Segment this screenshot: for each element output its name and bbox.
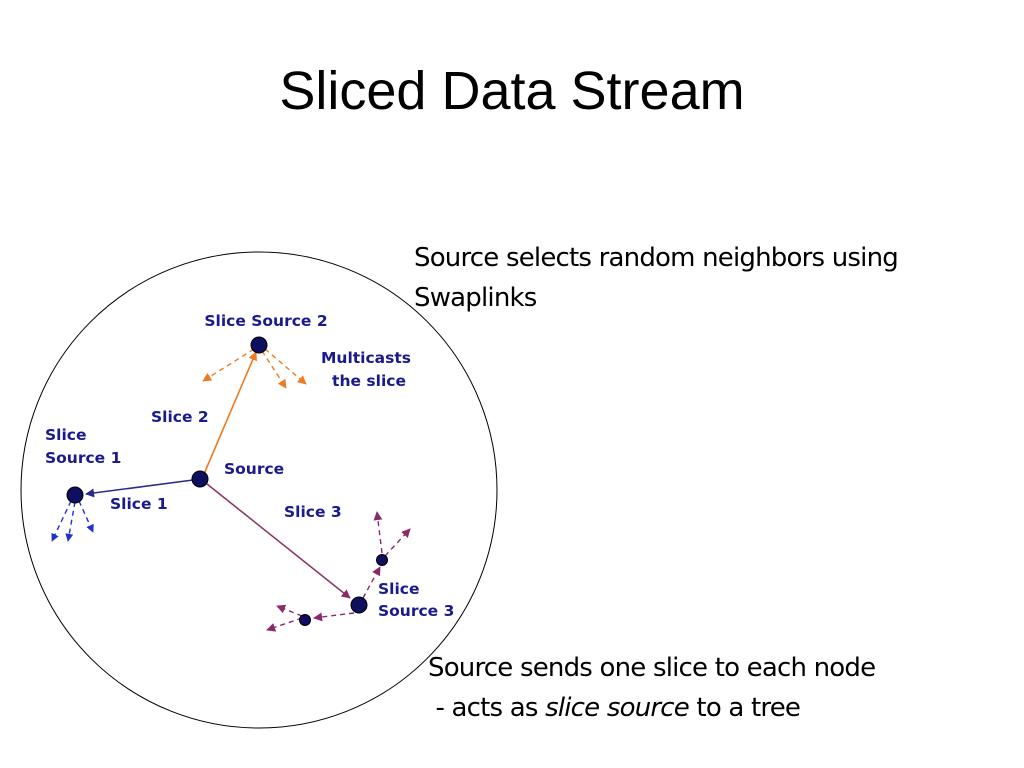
multicast-arrow bbox=[373, 511, 383, 554]
multicast-arrow bbox=[266, 617, 303, 632]
slice-3-link bbox=[206, 483, 351, 599]
note-text: - acts as bbox=[428, 693, 546, 723]
note-text: to a tree bbox=[688, 693, 801, 723]
network-boundary-circle bbox=[20, 251, 498, 729]
slice-2-label: Slice 2 bbox=[151, 408, 209, 426]
multicast-arrow bbox=[313, 612, 355, 622]
note-line: Swaplinks bbox=[414, 283, 537, 313]
multicast-arrow bbox=[78, 500, 94, 533]
tree-node bbox=[376, 554, 388, 566]
swaplinks-note: Source selects random neighbors using Sw… bbox=[414, 238, 899, 318]
note-line: - acts as slice source to a tree bbox=[428, 688, 875, 728]
note-emphasis: slice source bbox=[545, 693, 690, 723]
note-line: Source sends one slice to each node bbox=[428, 653, 876, 683]
slide-title: Sliced Data Stream bbox=[279, 61, 745, 121]
multicast-arrow bbox=[384, 528, 411, 557]
slice-2-link bbox=[203, 351, 257, 475]
multicasts-label-line1: Multicasts bbox=[321, 349, 411, 367]
multicast-arrow bbox=[276, 604, 303, 617]
multicast-arrow bbox=[51, 500, 72, 542]
multicast-arrow bbox=[261, 350, 287, 389]
slice-source-2-label: Slice Source 2 bbox=[204, 312, 327, 330]
slice-source-1-node bbox=[66, 486, 84, 504]
slice-source-1-label-line2: Source 1 bbox=[45, 449, 121, 467]
source-node bbox=[191, 470, 209, 488]
note-line: Source selects random neighbors using bbox=[414, 243, 899, 273]
multicast-arrow bbox=[65, 501, 76, 542]
tree-node bbox=[299, 614, 311, 626]
slice-source-3-label-line1: Slice bbox=[378, 580, 420, 598]
slice-source-3-node bbox=[350, 596, 368, 614]
slice-source-1-label-line1: Slice bbox=[45, 426, 87, 444]
multicast-arrow bbox=[202, 348, 255, 382]
slice-source-3-label-line2: Source 3 bbox=[378, 602, 454, 620]
multicast-arrow bbox=[264, 348, 307, 385]
slice-1-label: Slice 1 bbox=[110, 495, 168, 513]
source-label: Source bbox=[224, 460, 284, 478]
slice-3-label: Slice 3 bbox=[284, 503, 342, 521]
slice-source-2-node bbox=[250, 336, 268, 354]
slice-source-note: Source sends one slice to each node - ac… bbox=[428, 648, 876, 728]
slice-1-link bbox=[85, 479, 194, 498]
multicasts-label-line2: the slice bbox=[332, 372, 406, 390]
multicast-arrow bbox=[362, 566, 381, 599]
